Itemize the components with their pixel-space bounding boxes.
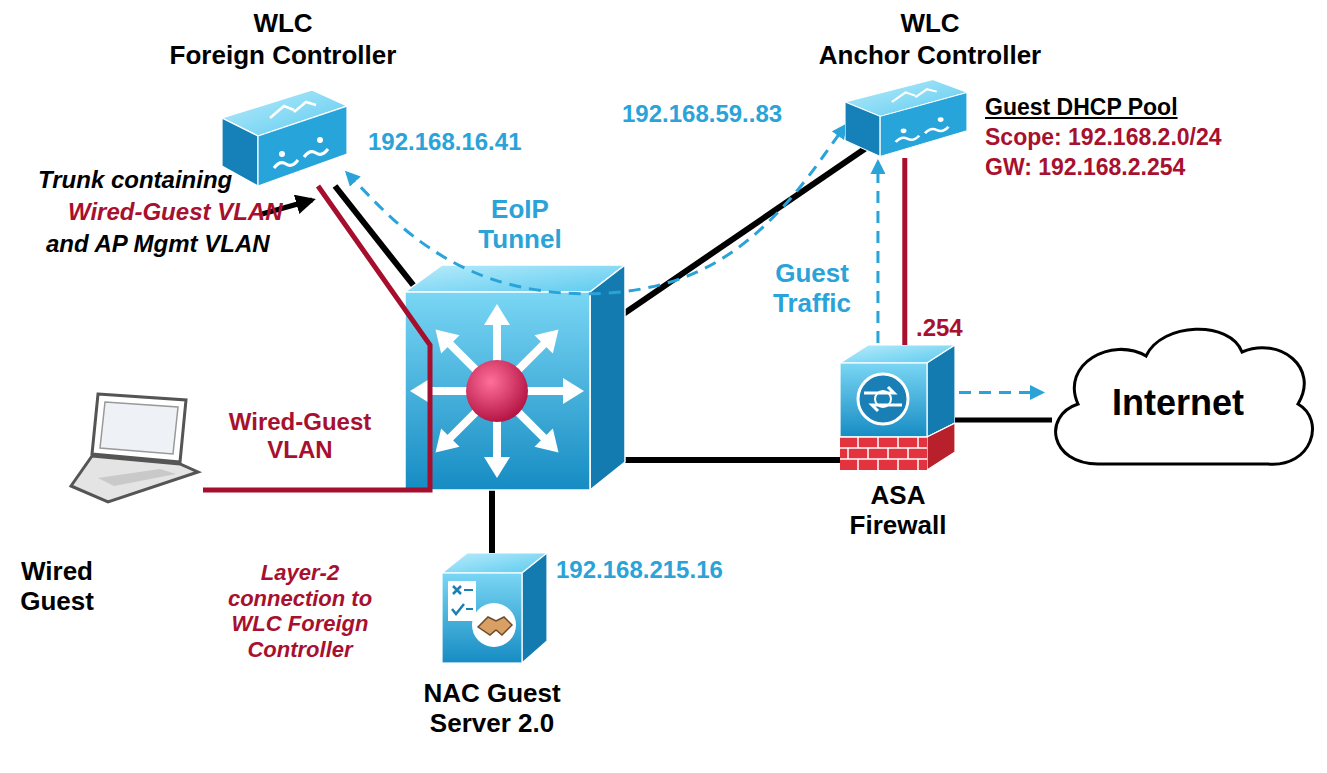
wire: [590, 457, 846, 463]
wlc-controller: WLCAnchor Controller192.168.59..83: [845, 78, 967, 158]
server: NAC Guest Server 2.0192.168.215.16: [442, 553, 547, 663]
device-title: ASA Firewall: [833, 480, 963, 541]
laptop-icon: [68, 390, 203, 505]
interface-address: .254: [916, 314, 963, 342]
cloud-title: Internet: [1112, 382, 1244, 424]
laptop: Wired Guest: [68, 390, 203, 505]
vlan-label: Wired-Guest VLAN: [215, 408, 385, 464]
callout-text: Wired-Guest VLAN: [68, 198, 282, 226]
ip-address: 192.168.16.41: [368, 128, 521, 156]
tunnel-label: EoIP Tunnel: [470, 194, 570, 255]
core-switch: [405, 265, 625, 490]
device-title: Anchor Controller: [819, 40, 1041, 70]
device-title: NAC Guest Server 2.0: [417, 678, 567, 739]
device-title: Wired Guest: [12, 556, 102, 617]
wire: [902, 158, 907, 345]
callout-text: Trunk containing: [38, 166, 232, 194]
server-icon: [442, 553, 547, 663]
device-title: WLC: [900, 8, 959, 38]
callout-text: and AP Mgmt VLAN: [46, 230, 270, 258]
wlc-controller: WLCForeign Controller192.168.16.41: [222, 88, 347, 188]
flow-label: Guest Traffic: [762, 258, 862, 319]
wire: [489, 488, 495, 560]
traffic-flow: [959, 391, 1042, 394]
firewall: ASA Firewall: [840, 345, 955, 470]
pool-gateway: GW: 192.168.2.254: [985, 154, 1185, 181]
wlc-controller-icon: [845, 78, 967, 158]
device-title: WLC: [253, 8, 312, 38]
firewall-icon: [840, 345, 955, 470]
device-title: Foreign Controller: [170, 40, 397, 70]
ip-address: 192.168.215.16: [556, 556, 723, 584]
note: Layer-2 connection to WLC Foreign Contro…: [211, 560, 389, 663]
internet-cloud: Internet: [1038, 318, 1318, 473]
eoip-tunnel: [347, 126, 845, 294]
wire: [600, 148, 866, 330]
trunk-wire: [335, 186, 425, 300]
ip-address: 192.168.59..83: [622, 100, 782, 128]
pool-heading: Guest DHCP Pool: [985, 94, 1178, 121]
wlc-controller-icon: [222, 88, 347, 188]
traffic-flow: [876, 162, 879, 343]
wire: [955, 418, 1052, 423]
pool-scope: Scope: 192.168.2.0/24: [985, 124, 1222, 151]
